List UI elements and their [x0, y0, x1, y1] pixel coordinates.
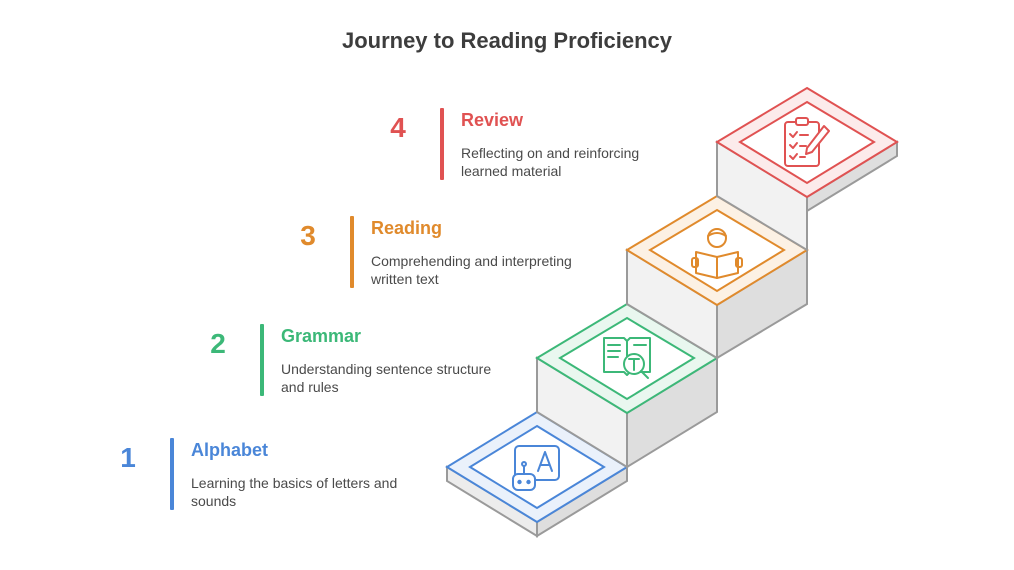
clipboard-checklist-icon	[784, 117, 830, 167]
diagram-title: Journey to Reading Proficiency	[341, 28, 673, 53]
step-number: 1	[120, 442, 136, 473]
step-description: Comprehending and interpreting written t…	[371, 253, 572, 287]
step-number: 2	[210, 328, 226, 359]
step-description: Understanding sentence structure and rul…	[281, 361, 492, 395]
step-divider	[440, 108, 444, 180]
step-divider	[170, 438, 174, 510]
alphabet-robot-icon	[512, 445, 560, 491]
step-divider	[260, 324, 264, 396]
step-heading: Alphabet	[191, 440, 269, 460]
step-number: 4	[390, 112, 406, 143]
step-description: Reflecting on and reinforcing learned ma…	[461, 145, 640, 179]
step-heading: Grammar	[281, 326, 362, 346]
person-reading-icon	[691, 228, 743, 279]
step-heading: Reading	[371, 218, 443, 238]
step-description: Learning the basics of letters and sound…	[191, 475, 398, 509]
step-divider	[350, 216, 354, 288]
book-search-icon	[603, 337, 651, 379]
stair-step-4	[715, 86, 899, 213]
step-heading: Review	[461, 110, 524, 130]
step-number: 3	[300, 220, 316, 251]
